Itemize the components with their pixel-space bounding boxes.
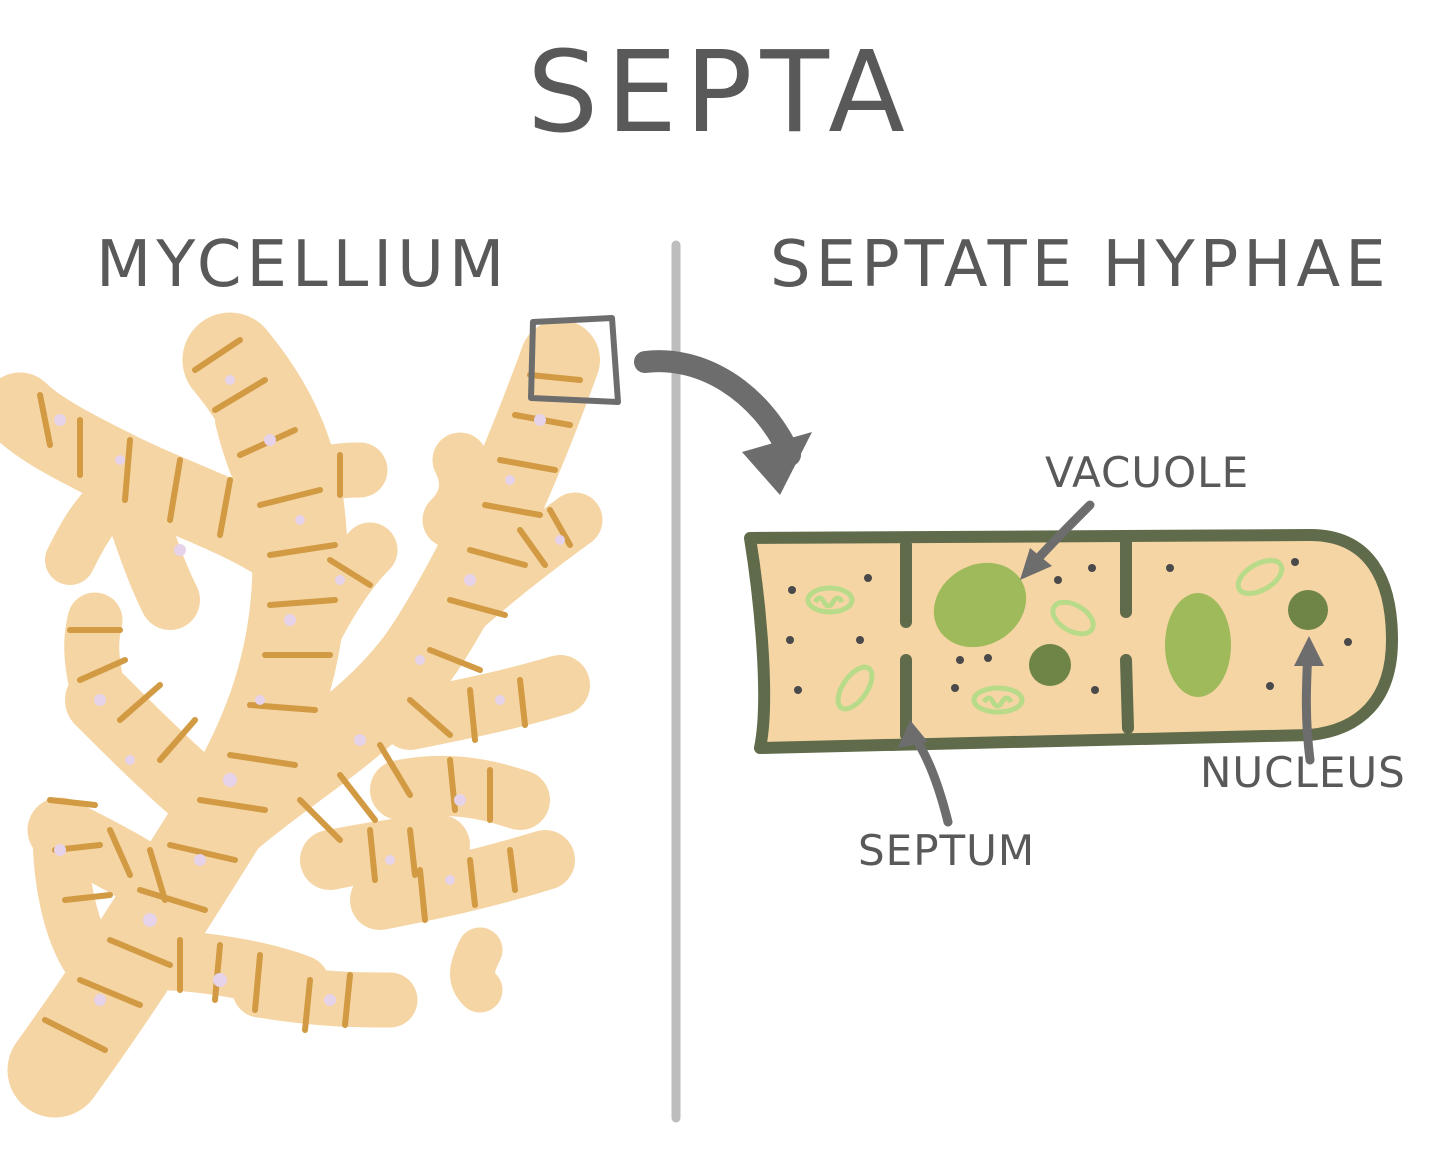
septum-pointer (910, 733, 953, 827)
zoom-selection-box (528, 315, 621, 405)
pointer-heads (898, 548, 1324, 748)
zoom-arrow (634, 350, 812, 495)
nucleus (1029, 644, 1071, 686)
septate-hypha-illustration (744, 500, 1398, 827)
nucleus (1288, 590, 1328, 630)
mycelium-illustration (0, 312, 621, 1118)
septa-walls (900, 537, 1134, 741)
mycelium-branches (0, 312, 603, 1118)
mitochondria (805, 558, 1285, 715)
mycelium-heading: MYCELLIUM (96, 228, 510, 302)
septum-label: SEPTUM (858, 826, 1036, 875)
nucleus-label: NUCLEUS (1200, 748, 1406, 797)
vacuole-label: VACUOLE (1045, 448, 1250, 497)
vacuole (933, 562, 1027, 648)
vacuole (1165, 593, 1231, 697)
nucleus-pointer (1301, 645, 1315, 765)
cytoplasm-granules (786, 558, 1352, 694)
hypha-cell-body (744, 529, 1398, 754)
septate-hyphae-heading: SEPTATE HYPHAE (770, 228, 1391, 302)
diagram-title: SEPTA (527, 28, 913, 158)
mycelium-septa-stripes (37, 337, 583, 1053)
mycelium-spots (54, 375, 565, 1006)
